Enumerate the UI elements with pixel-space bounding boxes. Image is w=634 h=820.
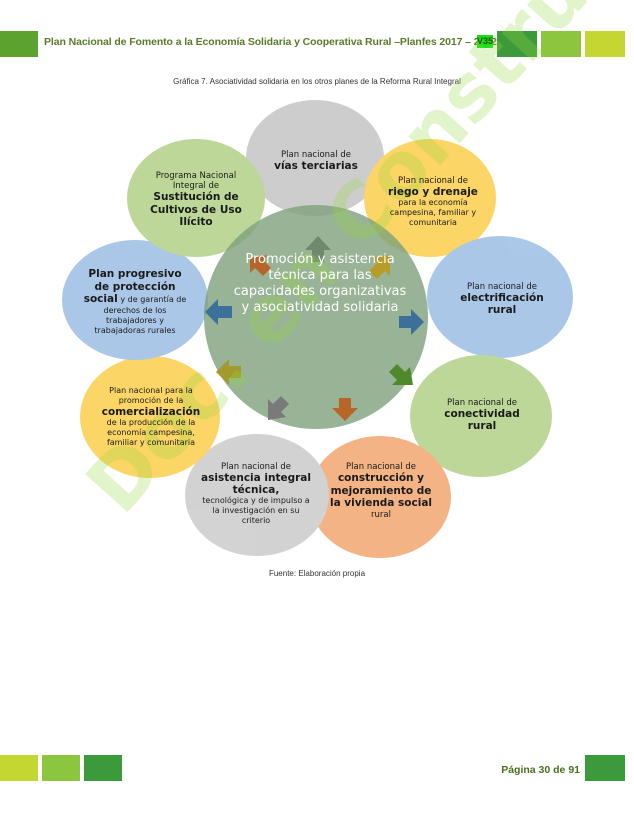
petal-shape-asistencia [185, 434, 329, 556]
petal-vias-bold: vías terciarias [274, 159, 358, 172]
footer-bar-1 [0, 755, 38, 781]
petal-asistencia-pre: Plan nacional de [221, 461, 291, 472]
footer-bar-right [585, 755, 625, 781]
petal-vias-pre: Plan nacional de [281, 149, 351, 160]
petal-shape-conectividad [410, 355, 552, 477]
figure-caption: Gráfica 7. Asociatividad solidaria en lo… [173, 77, 461, 86]
petal-shape-electrificacion [427, 236, 573, 358]
petal-shape-vivienda [309, 436, 451, 558]
petal-shape-proteccion [62, 240, 208, 360]
petal-vivienda-post: rural [371, 509, 391, 520]
arrow-left-down-icon [268, 396, 289, 420]
petal-shape-comercializacion [80, 356, 220, 478]
petal-proteccion-bold: Plan progresivo de protección social [83, 268, 182, 306]
arrow-right-up-icon [369, 255, 390, 279]
petal-conectividad-bold: conectividad rural [444, 407, 520, 432]
arrow-left-mid-icon [205, 299, 232, 325]
petal-electrificacion-pre: Plan nacional de [467, 281, 537, 292]
petal-proteccion-post: y de garantía de derechos de los trabaja… [94, 295, 187, 335]
arrow-right-icon [399, 309, 424, 335]
arrows [205, 236, 424, 421]
petal-comercializacion-pre: Plan nacional para la promoción de la [109, 385, 193, 405]
header-bar-left [0, 31, 38, 57]
petal-electrificacion-bold: electrificación rural [460, 291, 544, 316]
petal-vivienda-bold: construcción y mejoramiento de la vivien… [329, 472, 433, 510]
header-bar-right-1 [497, 31, 537, 57]
arrow-left-icon [216, 359, 241, 385]
petal-riego-post: para la economía campesina, familiar y c… [389, 198, 477, 228]
petal-asistencia-bold: asistencia integral técnica, [201, 471, 311, 496]
document-title: Plan Nacional de Fomento a la Economía S… [44, 36, 497, 48]
footer-bar-2 [42, 755, 80, 781]
page-number: Página 30 de 91 [501, 764, 580, 776]
figure-source: Fuente: Elaboración propia [268, 569, 366, 578]
petal-proteccion: Plan progresivo de protección social y d… [80, 262, 190, 342]
petal-sustitucion-bold: Sustitución de Cultivos de Uso Ilícito [150, 191, 242, 229]
petal-comercializacion-bold: comercialización [101, 405, 201, 418]
petal-comercializacion-post: de la producción de la economía campesin… [106, 418, 196, 448]
petal-riego-bold: riego y drenaje [388, 185, 478, 198]
petal-riego-pre: Plan nacional de [398, 175, 468, 186]
petal-shape-sustitucion [127, 139, 265, 257]
arrow-down-icon [332, 398, 358, 421]
petal-shape-vias [246, 100, 384, 216]
version-badge: V35 [477, 35, 494, 48]
footer-bar-3 [84, 755, 122, 781]
header-bar-right-2 [541, 31, 581, 57]
petal-shape-riego [364, 139, 496, 257]
petal-asistencia-post: tecnológica y de impulso a la investigac… [202, 496, 310, 526]
arrow-up-icon [305, 236, 331, 262]
arrow-left-up-icon [250, 255, 271, 276]
petal-vivienda-pre: Plan nacional de [346, 462, 416, 473]
petal-conectividad-pre: Plan nacional de [447, 397, 517, 408]
arrow-right-down-icon [389, 364, 413, 385]
center-label: Promoción y asistencia técnica para las … [233, 252, 407, 315]
petal-sustitucion-pre: Programa Nacional Integral de [155, 171, 237, 192]
header-bar-right-3 [585, 31, 625, 57]
